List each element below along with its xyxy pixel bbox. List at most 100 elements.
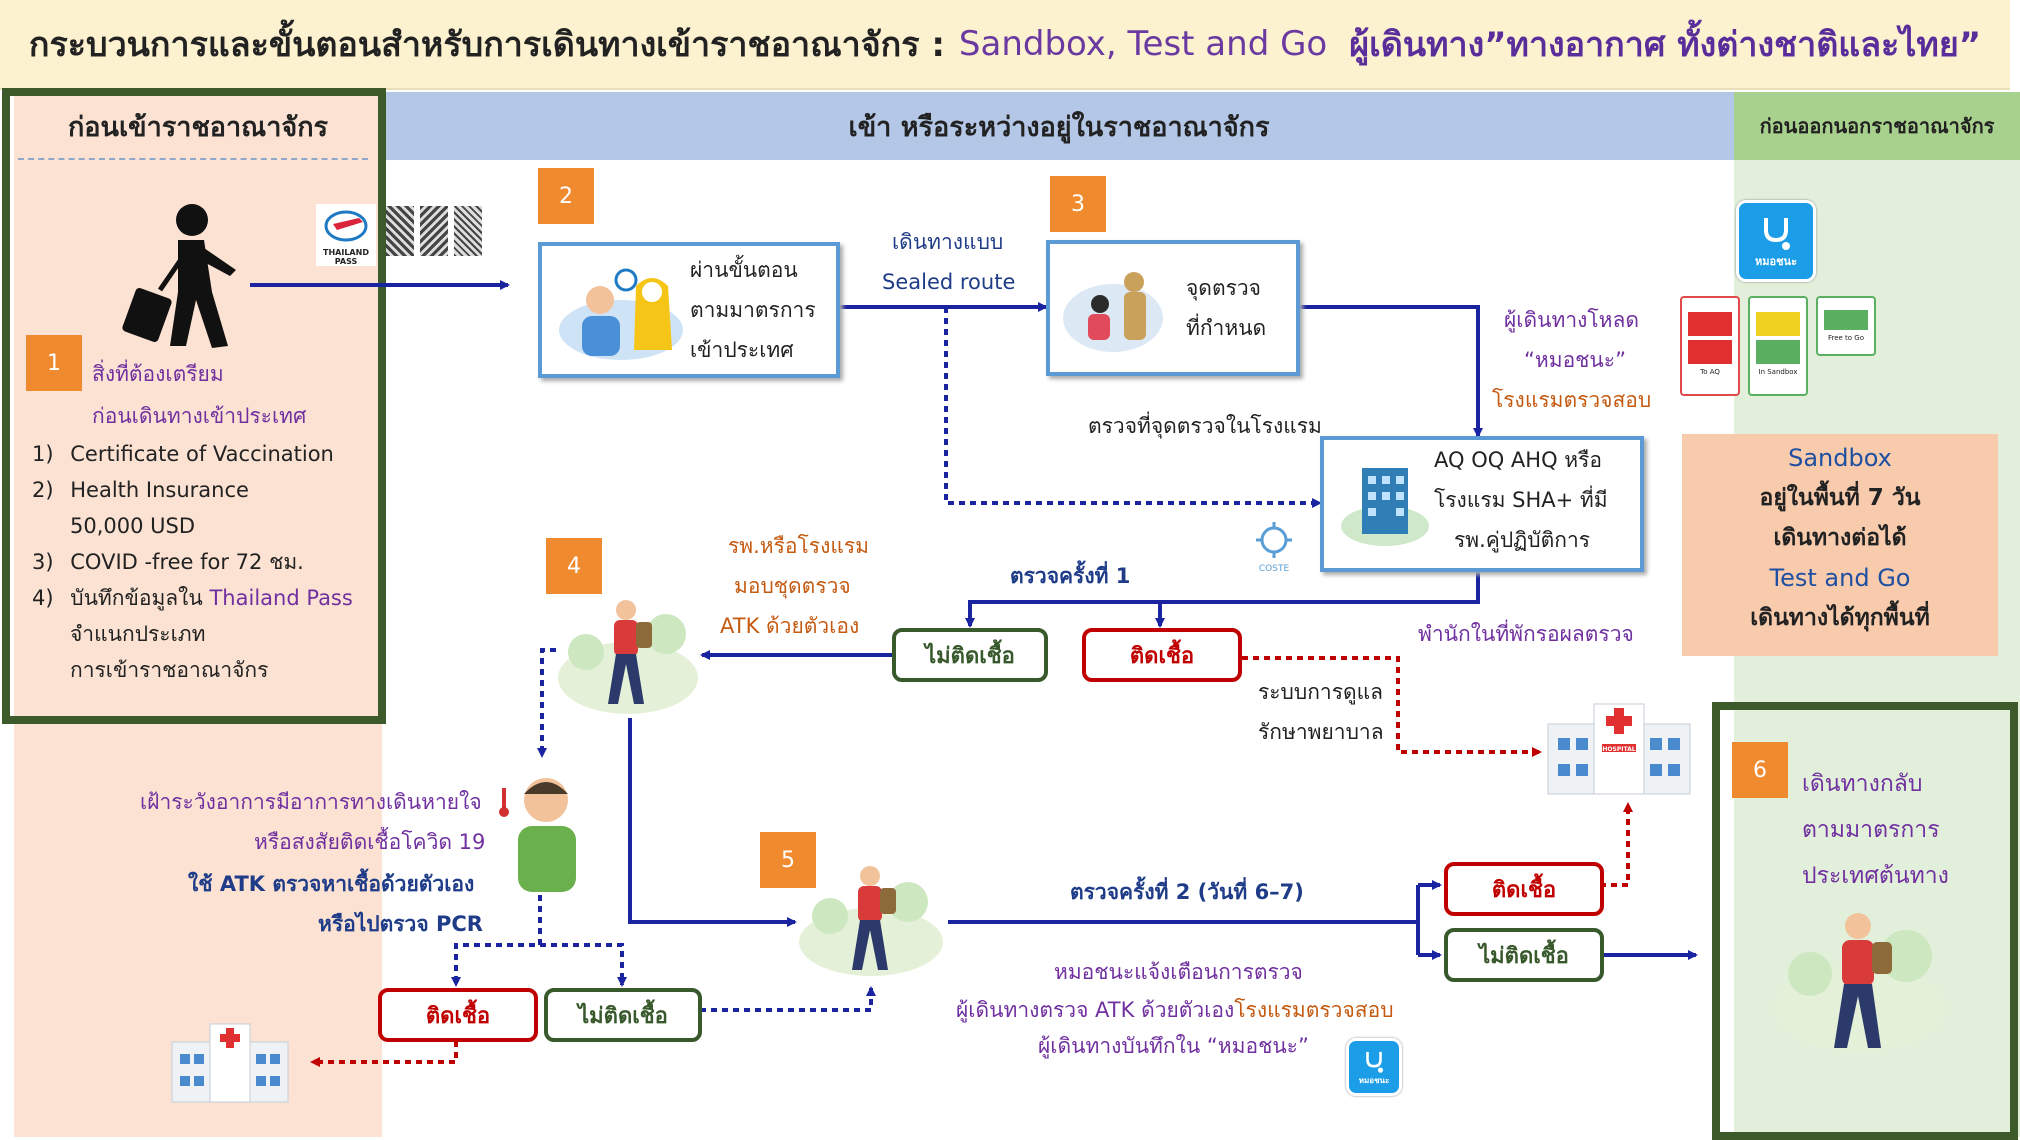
test-1-positive: ติดเชื้อ bbox=[1082, 628, 1242, 682]
app-name: หมอชนะ bbox=[1358, 1075, 1390, 1085]
route-label-line2: Sealed route bbox=[882, 270, 1016, 294]
during-zone-header-bg bbox=[384, 92, 1734, 160]
monitor-line2: หรือสงสัยติดเชื้อโควิด 19 bbox=[254, 830, 486, 854]
monitor-line4: หรือไปตรวจ PCR bbox=[318, 912, 483, 936]
qr-status-card: To AQ bbox=[1680, 296, 1740, 396]
notify-line1: หมอชนะแจ้งเตือนการตรวจ bbox=[1054, 960, 1303, 984]
checklist-item-4c: การเข้าราชอาณาจักร bbox=[70, 650, 268, 690]
care-line1: ระบบการดูแล bbox=[1258, 680, 1384, 704]
hospital-icon-right: HOSPITAL bbox=[1544, 694, 1694, 798]
checklist-text: Certificate of Vaccination bbox=[70, 442, 334, 466]
step-3-badge: 3 bbox=[1050, 176, 1106, 232]
hotel-check-label: ตรวจที่จุดตรวจในโรงแรม bbox=[1088, 414, 1322, 438]
checklist-text: 50,000 USD bbox=[70, 514, 196, 538]
notify-line3: ผู้เดินทางบันทึกใน “หมอชนะ” bbox=[1038, 1034, 1309, 1058]
hotel-box: AQ OQ AHQ หรือ โรงแรม SHA+ ที่มี รพ.คู่ป… bbox=[1320, 436, 1644, 572]
step-4-badge: 4 bbox=[546, 538, 602, 594]
app-name: หมอชนะ bbox=[1754, 255, 1797, 268]
hospital-label: HOSPITAL bbox=[1602, 746, 1636, 753]
kit-line3: ATK ด้วยตัวเอง bbox=[720, 614, 860, 638]
thailand-pass-logo: THAILAND PASS bbox=[316, 204, 376, 266]
step-2-line1: ผ่านขั้นตอน bbox=[690, 258, 798, 282]
notify-line2a: ผู้เดินทางตรวจ ATK ด้วยตัวเอง bbox=[956, 998, 1235, 1022]
summary-sandbox: Sandbox bbox=[1788, 444, 1892, 472]
qr-status-label: To AQ bbox=[1700, 368, 1720, 376]
step-6-badge: 6 bbox=[1732, 742, 1788, 798]
monitor-line1: เฝ้าระวังอาการมีอาการทางเดินหายใจ bbox=[140, 790, 482, 814]
thailand-pass-label: THAILAND PASS bbox=[323, 248, 369, 266]
page-title: กระบวนการและขั้นตอนสำหรับการเดินทางเข้าร… bbox=[0, 0, 2010, 90]
hotel-line3: รพ.คู่ปฏิบัติการ bbox=[1454, 528, 1591, 552]
checklist-num: 3) bbox=[32, 550, 54, 574]
checklist-text: Health Insurance bbox=[70, 478, 249, 502]
notify-line2: ผู้เดินทางตรวจ ATK ด้วยตัวเองโรงแรมตรวจส… bbox=[956, 990, 1394, 1030]
kit-line1: รพ.หรือโรงแรม bbox=[728, 534, 870, 558]
download-line3: โรงแรมตรวจสอบ bbox=[1492, 388, 1652, 412]
title-program: Sandbox, Test and Go bbox=[958, 24, 1328, 64]
checklist-text: บันทึกข้อมูลใน bbox=[70, 586, 203, 610]
step-6-line3: ประเทศต้นทาง bbox=[1802, 863, 1949, 889]
download-line1: ผู้เดินทางโหลด bbox=[1504, 308, 1639, 332]
test-1-negative: ไม่ติดเชื้อ bbox=[892, 628, 1048, 682]
leaving-zone-header-bg bbox=[1734, 92, 2020, 160]
download-line2: “หมอชนะ” bbox=[1524, 348, 1626, 372]
status-qr-cards: To AQ In Sandbox Free to Go bbox=[1680, 296, 1876, 396]
mor-chana-app-icon: หมอชนะ bbox=[1736, 200, 1816, 282]
coste-logo: COSTE bbox=[1246, 520, 1302, 576]
checklist-item-1: 1) Certificate of Vaccination bbox=[32, 434, 334, 474]
before-zone-header: ก่อนเข้าราชอาณาจักร bbox=[67, 111, 329, 143]
virus-icon bbox=[1256, 522, 1292, 558]
step-2-line3: เข้าประเทศ bbox=[690, 338, 794, 362]
traveller-phone-icon bbox=[1774, 913, 1946, 1052]
step-1-badge: 1 bbox=[26, 335, 82, 391]
checklist-text: COVID -free for 72 ชม. bbox=[70, 550, 304, 574]
self-test-positive: ติดเชื้อ bbox=[378, 988, 538, 1042]
kit-line2: มอบชุดตรวจ bbox=[734, 574, 851, 598]
qr-codes bbox=[386, 206, 490, 266]
qr-code-icon bbox=[386, 206, 414, 256]
hotel-line2: โรงแรม SHA+ ที่มี bbox=[1434, 488, 1608, 512]
step-3-line1: จุดตรวจ bbox=[1186, 276, 1261, 300]
step-6-line2: ตามมาตรการ bbox=[1802, 817, 1940, 843]
step-6-line1: เดินทางกลับ bbox=[1802, 771, 1923, 797]
step-5-badge: 5 bbox=[760, 832, 816, 888]
summary-tag-desc: เดินทางได้ทุกพื้นที่ bbox=[1750, 605, 1930, 631]
hospital-icon-left bbox=[171, 1023, 289, 1103]
plane-logo-icon bbox=[324, 210, 368, 242]
program-summary-box: Sandbox อยู่ในพื้นที่ 7 วัน เดินทางต่อได… bbox=[1682, 434, 1998, 656]
qr-status-label: Free to Go bbox=[1827, 334, 1865, 342]
step-2-badge: 2 bbox=[538, 168, 594, 224]
checklist-text: การเข้าราชอาณาจักร bbox=[70, 658, 269, 682]
step-3-line2: ที่กำหนด bbox=[1186, 316, 1267, 340]
summary-sandbox-desc2: เดินทางต่อได้ bbox=[1773, 525, 1907, 551]
testing-booth-icon bbox=[1063, 272, 1163, 352]
hotel-building-icon bbox=[1341, 468, 1429, 546]
qr-status-card: Free to Go bbox=[1816, 296, 1876, 356]
step-1-title-line1: สิ่งที่ต้องเตรียม bbox=[92, 362, 224, 386]
test-2-label: ตรวจครั้งที่ 2 (วันที่ 6–7) bbox=[1070, 880, 1304, 904]
test-2-positive: ติดเชื้อ bbox=[1444, 862, 1604, 916]
leaving-zone-header: ก่อนออกนอกราชอาณาจักร bbox=[1759, 114, 1995, 138]
thailand-pass-link: Thailand Pass bbox=[209, 586, 353, 610]
traveller-walking-icon bbox=[122, 204, 236, 348]
checklist-item-4: 4) บันทึกข้อมูลใน Thailand Pass bbox=[32, 578, 353, 618]
sick-person-icon bbox=[499, 778, 576, 892]
qr-code-icon bbox=[420, 206, 448, 256]
dashed-divider bbox=[18, 158, 368, 160]
stay-label: พำนักในที่พักรอผลตรวจ bbox=[1418, 622, 1634, 646]
test-1-label: ตรวจครั้งที่ 1 bbox=[1010, 564, 1131, 588]
qr-code-icon bbox=[454, 206, 482, 256]
step-2-box: ผ่านขั้นตอน ตามมาตรการ เข้าประเทศ bbox=[538, 242, 840, 378]
stethoscope-icon bbox=[1366, 1051, 1384, 1073]
traveller-phone-icon bbox=[558, 600, 698, 714]
during-zone-header: เข้า หรือระหว่างอยู่ในราชอาณาจักร bbox=[848, 111, 1270, 143]
step-2-line2: ตามมาตรการ bbox=[690, 298, 816, 322]
notify-line2b: โรงแรมตรวจสอบ bbox=[1234, 998, 1394, 1022]
qr-status-card: In Sandbox bbox=[1748, 296, 1808, 396]
checklist-item-4b: จำแนกประเภท bbox=[70, 614, 205, 654]
route-label-line1: เดินทางแบบ bbox=[892, 230, 1004, 254]
monitor-line3: ใช้ ATK ตรวจหาเชื้อด้วยตัวเอง bbox=[188, 872, 475, 896]
return-frame bbox=[1712, 702, 2018, 1140]
step-3-box: จุดตรวจ ที่กำหนด bbox=[1046, 240, 1300, 376]
